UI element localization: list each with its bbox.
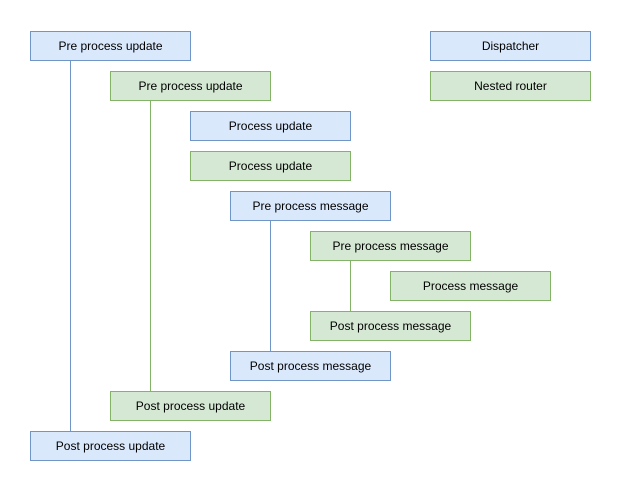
legend-item-label: Dispatcher: [481, 39, 540, 53]
node-pre-process-update-dispatcher[interactable]: Pre process update: [30, 31, 191, 61]
legend-item-nested-router[interactable]: Nested router: [430, 71, 591, 101]
connector-dispatcher-message-span: [270, 221, 271, 351]
node-post-process-message-dispatcher[interactable]: Post process message: [230, 351, 391, 381]
node-label: Process update: [228, 159, 313, 173]
node-process-update-nested[interactable]: Process update: [190, 151, 351, 181]
node-label: Pre process message: [252, 199, 369, 213]
node-label: Pre process message: [332, 239, 449, 253]
node-post-process-update-dispatcher[interactable]: Post process update: [30, 431, 191, 461]
node-label: Post process message: [249, 359, 372, 373]
node-process-message-nested[interactable]: Process message: [390, 271, 551, 301]
node-pre-process-update-nested[interactable]: Pre process update: [110, 71, 271, 101]
node-pre-process-message-dispatcher[interactable]: Pre process message: [230, 191, 391, 221]
node-label: Pre process update: [138, 79, 243, 93]
node-label: Post process update: [135, 399, 246, 413]
node-label: Post process message: [329, 319, 452, 333]
node-label: Process update: [228, 119, 313, 133]
connector-dispatcher-update-span: [70, 61, 71, 431]
node-label: Post process update: [55, 439, 166, 453]
connector-nested-update-span: [150, 101, 151, 391]
node-pre-process-message-nested[interactable]: Pre process message: [310, 231, 471, 261]
node-post-process-update-nested[interactable]: Post process update: [110, 391, 271, 421]
node-process-update-dispatcher[interactable]: Process update: [190, 111, 351, 141]
node-label: Pre process update: [58, 39, 163, 53]
node-label: Process message: [422, 279, 519, 293]
legend-item-dispatcher[interactable]: Dispatcher: [430, 31, 591, 61]
legend-item-label: Nested router: [474, 79, 547, 93]
connector-nested-message-span: [350, 261, 351, 311]
node-post-process-message-nested[interactable]: Post process message: [310, 311, 471, 341]
